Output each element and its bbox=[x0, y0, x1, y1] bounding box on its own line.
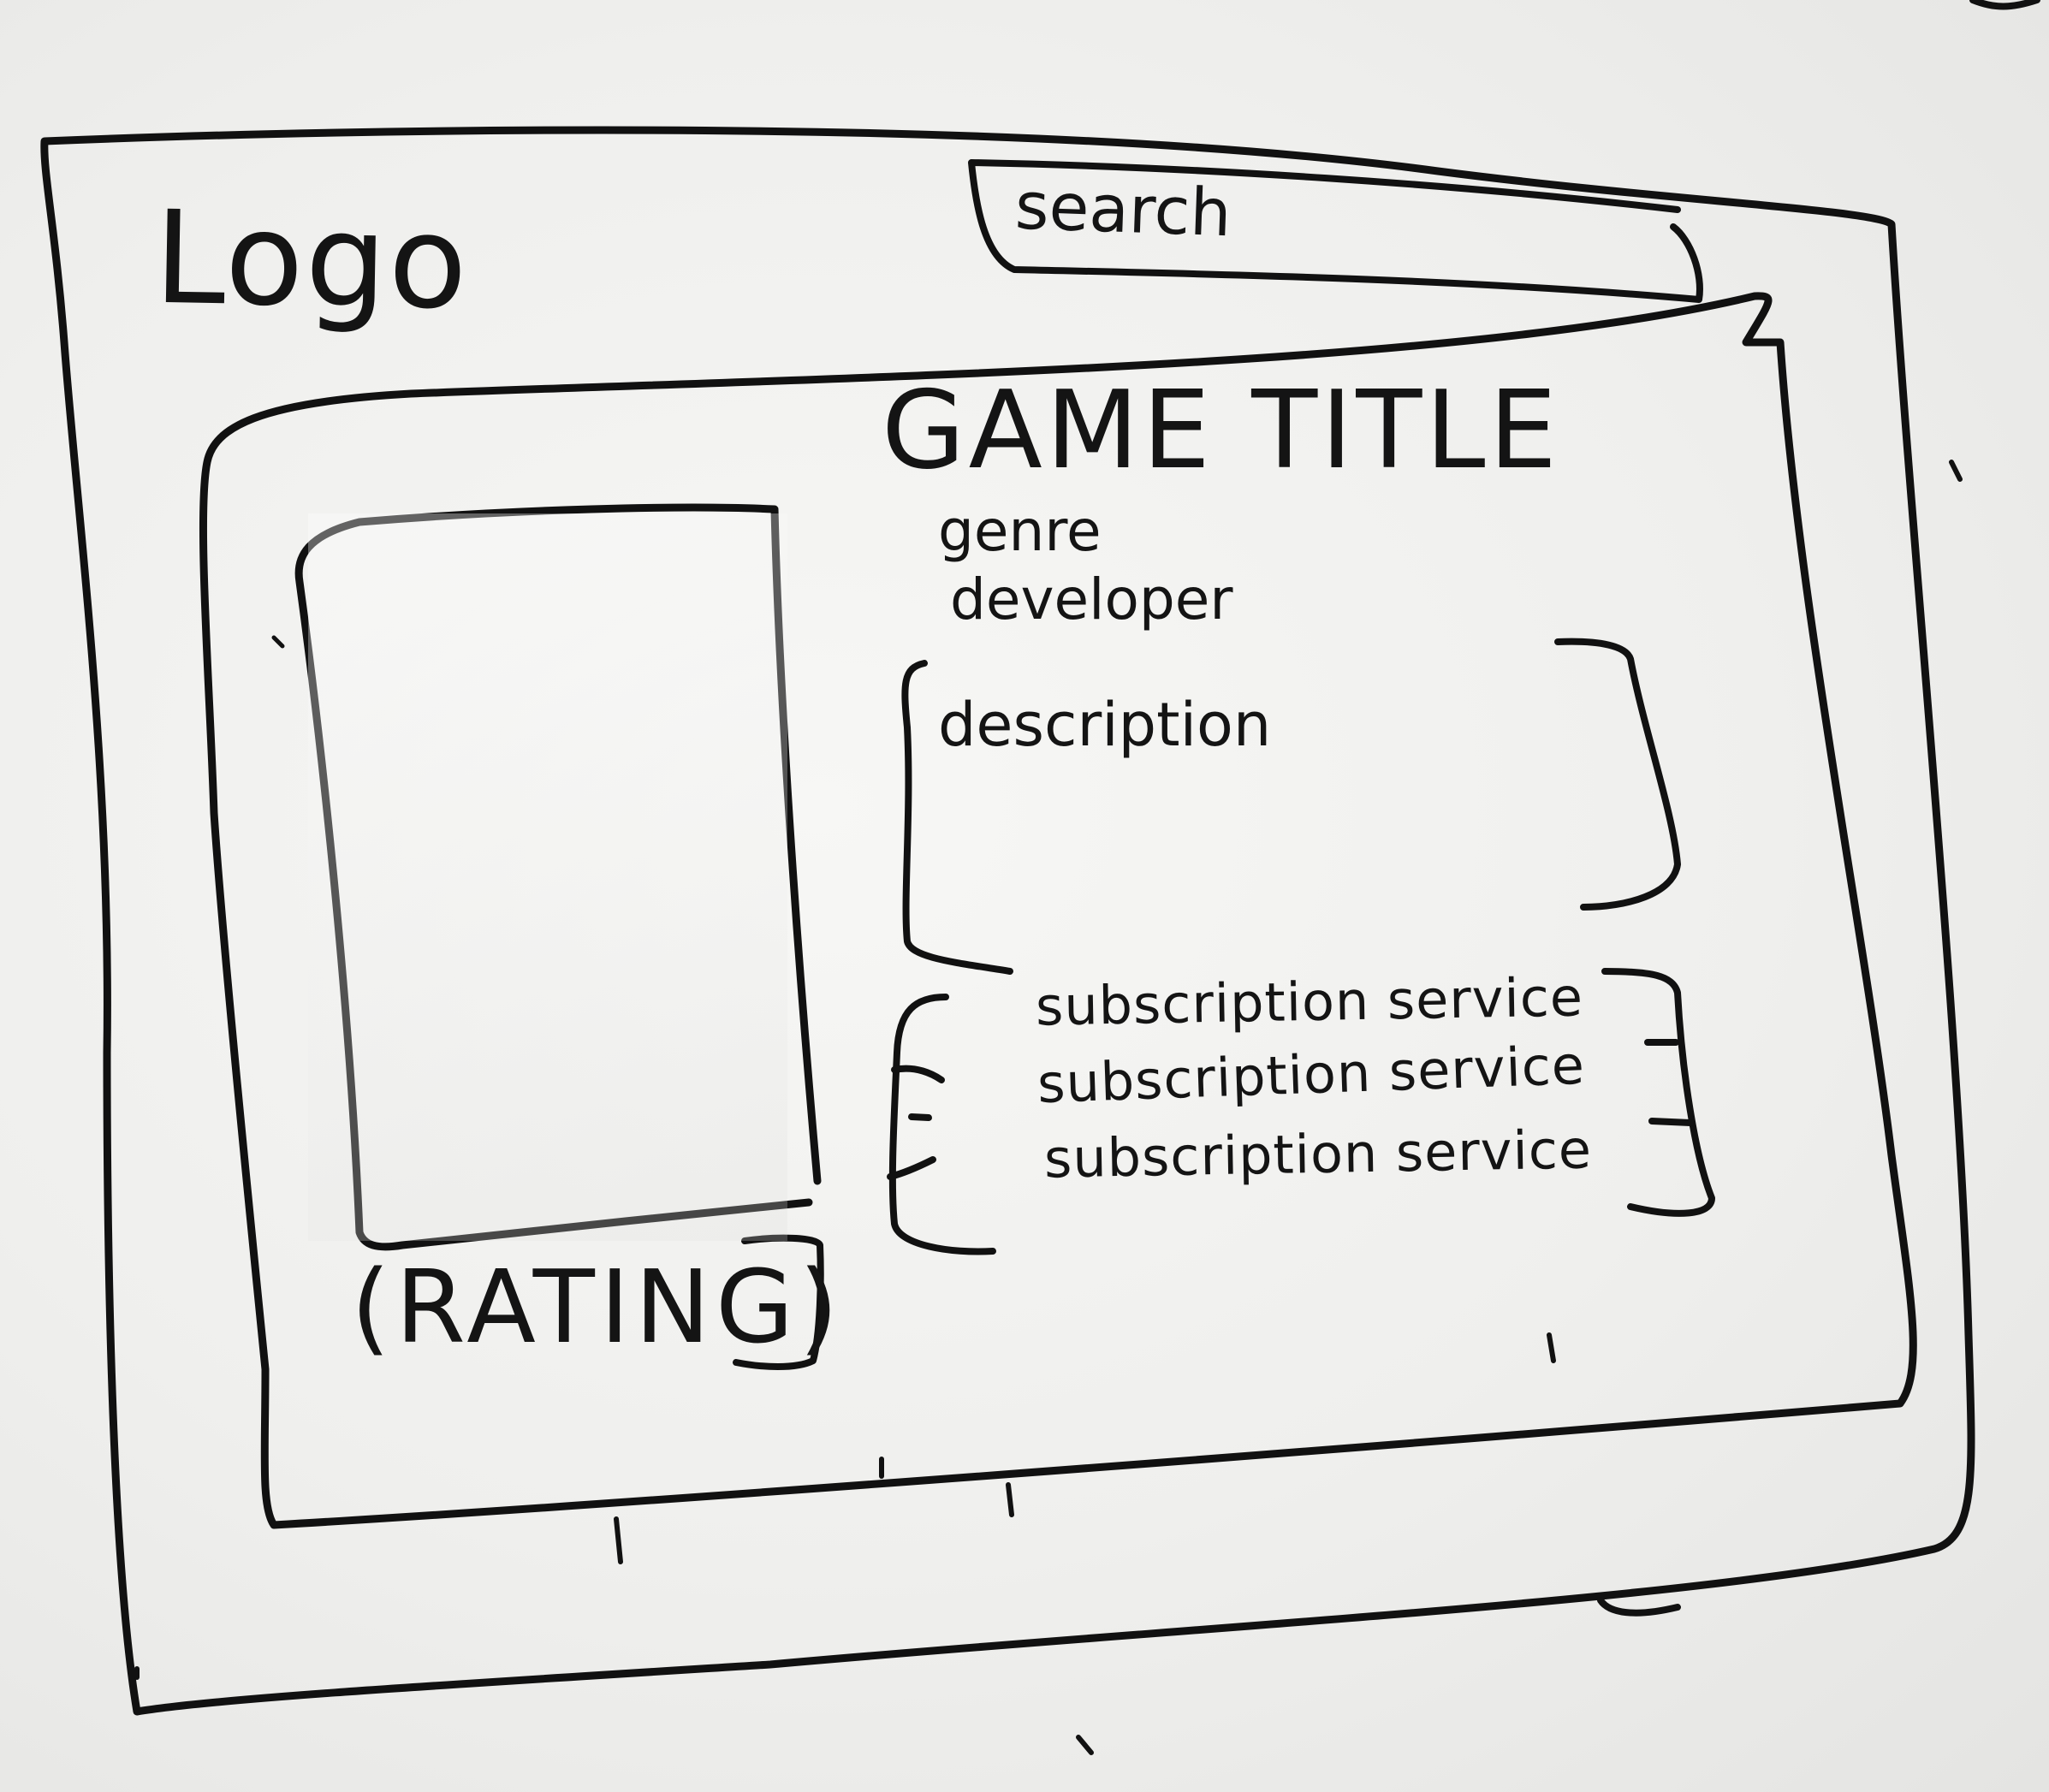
rating-bracket bbox=[733, 1234, 824, 1370]
logo[interactable]: Logo bbox=[152, 183, 471, 339]
search-input[interactable] bbox=[965, 145, 1680, 287]
content-card-outline bbox=[199, 292, 1917, 1529]
game-title: GAME TITLE bbox=[882, 367, 1561, 493]
description-bracket-right bbox=[1554, 638, 1681, 911]
cover-image-placeholder bbox=[308, 513, 787, 1241]
game-description: description bbox=[938, 690, 1272, 760]
game-developer: developer bbox=[950, 567, 1233, 632]
subscription-service-item[interactable]: subscription service bbox=[1043, 1118, 1593, 1190]
cover-image-outline bbox=[294, 503, 822, 1251]
subscription-bracket-right bbox=[1601, 968, 1715, 1217]
subscription-service-item[interactable]: subscription service bbox=[1035, 965, 1584, 1038]
subscription-bracket-left bbox=[888, 994, 996, 1255]
game-genre: genre bbox=[938, 498, 1102, 564]
game-rating: (RATING) bbox=[351, 1248, 844, 1366]
description-bracket-left bbox=[901, 660, 1013, 975]
